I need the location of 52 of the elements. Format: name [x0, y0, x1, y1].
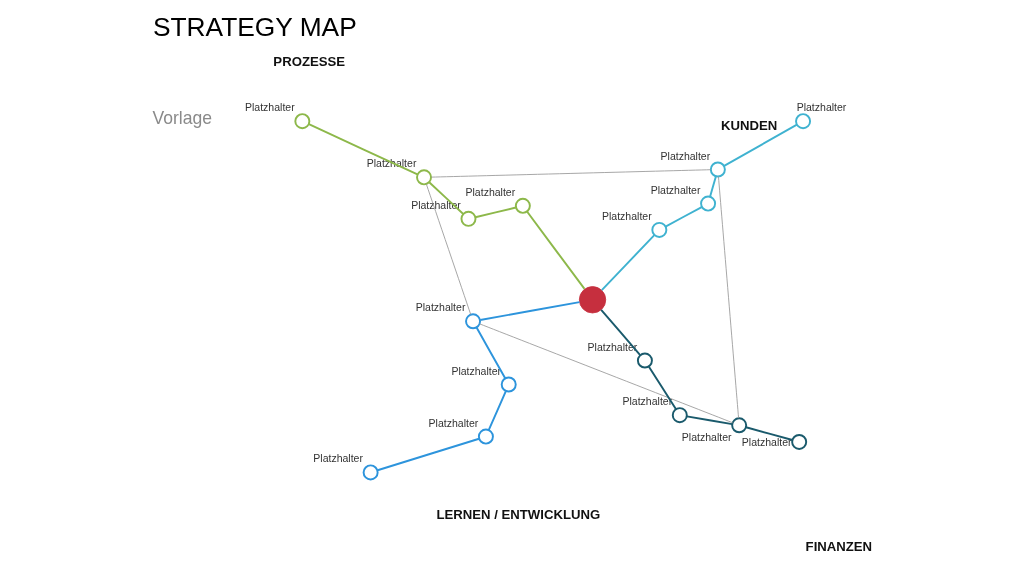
node-circle — [709, 161, 726, 178]
node-label: Platzhalter — [465, 185, 516, 198]
node-label: Platzhalter — [415, 301, 466, 314]
connector — [723, 123, 798, 167]
label: PROZESSE — [273, 53, 346, 69]
node-circle — [416, 169, 432, 186]
node-circle — [294, 113, 311, 130]
node-circle — [500, 376, 517, 393]
node-circle — [460, 210, 477, 227]
node-label: Platzhalter — [796, 101, 847, 114]
connector — [600, 234, 656, 292]
node-circle — [362, 464, 379, 481]
node-label: Platzhalter — [313, 452, 363, 465]
node-label: Platzhalter — [428, 416, 479, 429]
connector — [526, 210, 586, 290]
node-circle — [465, 313, 482, 330]
label: LERNEN / ENTWICKLUNG — [436, 506, 601, 522]
node-circle — [636, 352, 653, 369]
node-label: Platzhalter — [245, 101, 295, 114]
connector — [307, 123, 419, 176]
connector — [376, 437, 480, 472]
label: FINANZEN — [805, 538, 873, 554]
connector — [479, 323, 734, 424]
node-circle — [671, 407, 688, 424]
node-circle — [791, 433, 808, 450]
connector — [709, 175, 717, 198]
node-circle — [651, 221, 668, 238]
node-circle — [700, 195, 717, 212]
node-label: Platzhalter — [602, 209, 652, 222]
node-circle — [477, 428, 494, 445]
node-label: Platzhalter — [741, 435, 792, 448]
connector — [475, 326, 507, 380]
connector — [685, 415, 734, 426]
connector — [479, 301, 581, 321]
node-circle — [795, 113, 812, 130]
connector — [430, 169, 712, 178]
diagram-title: STRATEGY MAP — [152, 12, 357, 43]
connector — [664, 206, 703, 228]
label: KUNDEN — [721, 117, 778, 133]
node-label: Platzhalter — [660, 149, 711, 162]
node-circle — [731, 417, 748, 434]
connector — [425, 183, 472, 315]
connector — [474, 206, 517, 219]
node-circle — [514, 197, 531, 214]
node-label: Platzhalter — [451, 364, 502, 377]
node-label: Platzhalter — [650, 183, 701, 196]
node-circle — [578, 286, 607, 314]
connector — [718, 176, 740, 419]
connector — [745, 426, 794, 442]
label: Vorlage — [152, 107, 213, 128]
node-label: Platzhalter — [681, 430, 732, 443]
connector — [487, 390, 507, 431]
